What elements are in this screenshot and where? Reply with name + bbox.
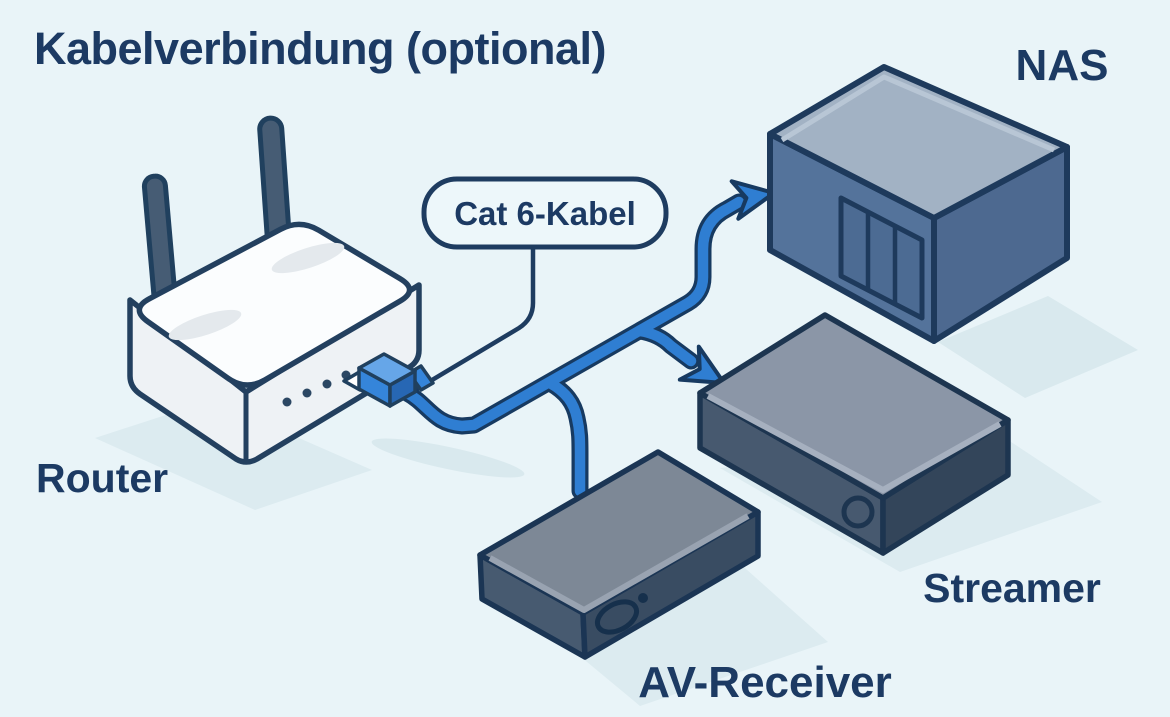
- nas-shadow: [938, 296, 1138, 398]
- streamer-label: Streamer: [923, 565, 1101, 611]
- plug-top: [357, 352, 417, 387]
- nas-device: [767, 64, 1070, 344]
- cable-callout: Cat 6-Kabel: [421, 176, 669, 250]
- callout-leader-line: [404, 244, 536, 398]
- router-device: [127, 115, 435, 465]
- cable-branch-streamer: [634, 325, 697, 367]
- antenna-shadow-left: [168, 309, 242, 341]
- streamer-knob: [841, 495, 875, 529]
- cable-router-to-nas: [401, 196, 745, 432]
- cable-branch-receiver: [544, 377, 586, 497]
- nas-label: NAS: [1016, 41, 1109, 90]
- ethernet-plug: [342, 352, 435, 408]
- router-label: Router: [36, 455, 168, 501]
- streamer-top-face: [697, 312, 1011, 501]
- nas-top-face: [767, 64, 1070, 221]
- callout-label: Cat 6-Kabel: [454, 195, 636, 232]
- receiver-led-dot: [638, 593, 648, 603]
- antenna-shadow-right: [271, 242, 345, 274]
- nas-top-bevel: [780, 74, 1055, 153]
- receiver-top-bevel: [488, 513, 750, 613]
- arrowhead-to-nas: [729, 179, 776, 221]
- av-receiver-label: AV-Receiver: [638, 658, 892, 707]
- streamer-device: [697, 312, 1011, 556]
- nas-drive-bay: [838, 195, 925, 321]
- router-led-dots: [282, 370, 351, 407]
- arrowhead-to-streamer: [677, 344, 726, 385]
- page-title: Kabelverbindung (optional): [34, 23, 606, 74]
- cable-shadow: [371, 438, 525, 478]
- av-receiver-device: [477, 449, 761, 660]
- streamer-top-bevel: [706, 393, 1002, 493]
- receiver-power-button: [594, 599, 640, 635]
- router-top-face: [136, 221, 413, 388]
- callout-bubble: [421, 176, 669, 250]
- router-body: [127, 282, 422, 465]
- cat6-cables: [398, 179, 776, 500]
